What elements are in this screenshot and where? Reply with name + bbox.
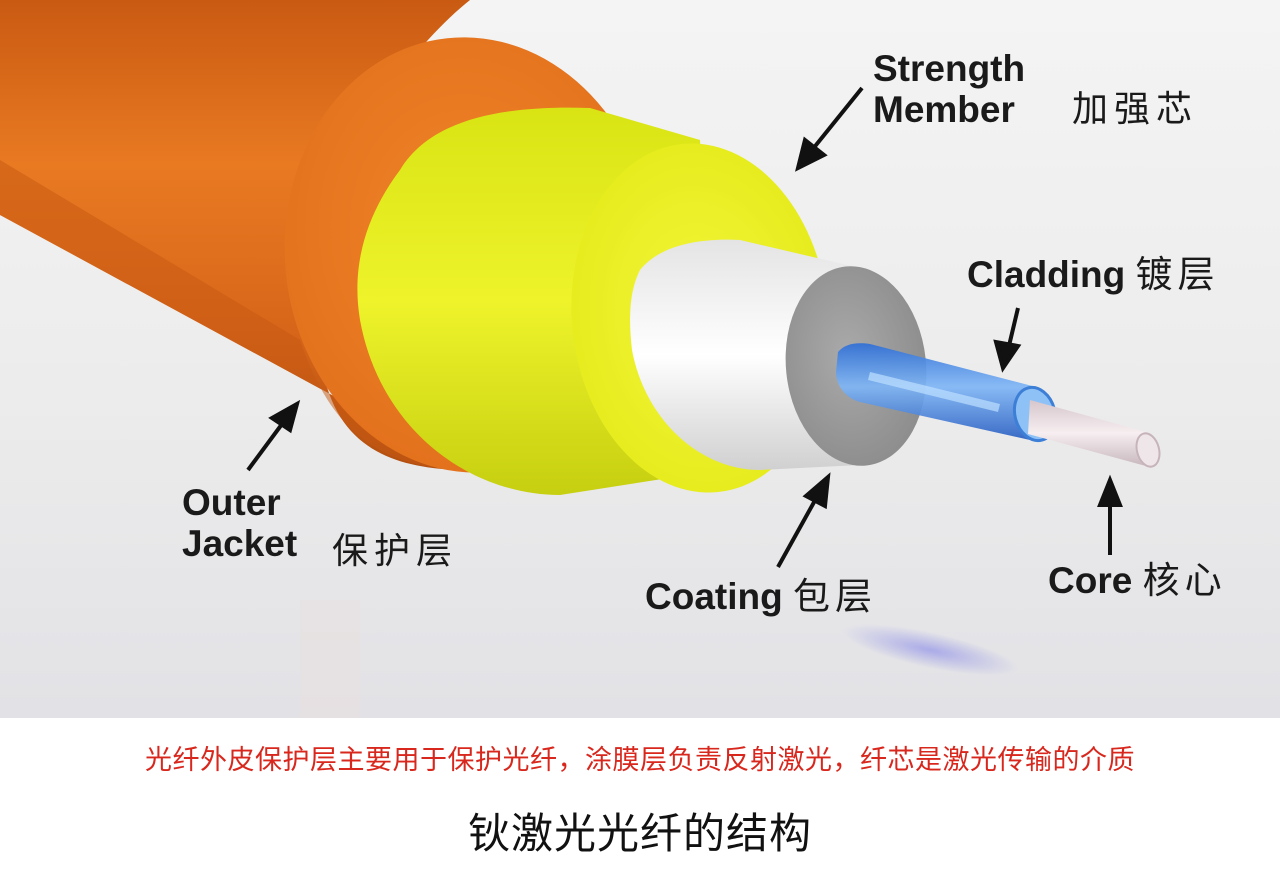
label-outer-cn: 保护层	[332, 531, 459, 572]
arrow-strength-member	[795, 86, 864, 172]
core-body	[1028, 400, 1150, 466]
label-outer-en-1: Outer	[182, 482, 281, 523]
label-core: Core 核心	[1048, 560, 1227, 601]
label-cladding: Cladding 镀层	[967, 254, 1220, 295]
label-cladding-en: Cladding	[967, 254, 1126, 295]
cladding-highlight	[868, 372, 1000, 412]
label-outer-jacket: Outer Jacket	[182, 482, 297, 565]
core-end	[1135, 432, 1161, 468]
label-core-cn: 核心	[1142, 559, 1227, 602]
label-coating-en: Coating	[645, 576, 783, 617]
arrow-cladding	[993, 307, 1022, 373]
label-outer-en-2: Jacket	[182, 523, 298, 565]
label-strength-en-2: Member	[873, 89, 1015, 131]
label-strength-member: Strength Member	[873, 48, 1025, 131]
arrow-core	[1097, 474, 1123, 555]
caption-description: 光纤外皮保护层主要用于保护光纤，涂膜层负责反射激光，纤芯是激光传输的介质	[145, 745, 1135, 776]
fiber-diagram: Strength Member 加强芯 Cladding 镀层 Outer Ja…	[0, 0, 1280, 718]
label-cladding-cn: 镀层	[1135, 253, 1220, 296]
arrow-outer-jacket	[246, 399, 301, 472]
reflection-streak	[300, 600, 360, 718]
caption-title: 钬激光光纤的结构	[467, 809, 812, 858]
reflection-glow	[841, 624, 1019, 676]
caption-area: 光纤外皮保护层主要用于保护光纤，涂膜层负责反射激光，纤芯是激光传输的介质 钬激光…	[0, 718, 1280, 883]
label-coating-cn: 包层	[792, 575, 877, 618]
label-strength-cn: 加强芯	[1072, 89, 1199, 130]
arrow-coating	[776, 472, 831, 568]
fiber-cross-section-illustration	[0, 0, 1280, 718]
label-strength-en-1: Strength	[873, 48, 1026, 89]
label-core-en: Core	[1048, 560, 1133, 601]
label-coating: Coating 包层	[645, 576, 877, 617]
outer-jacket-body-lower	[0, 160, 470, 470]
